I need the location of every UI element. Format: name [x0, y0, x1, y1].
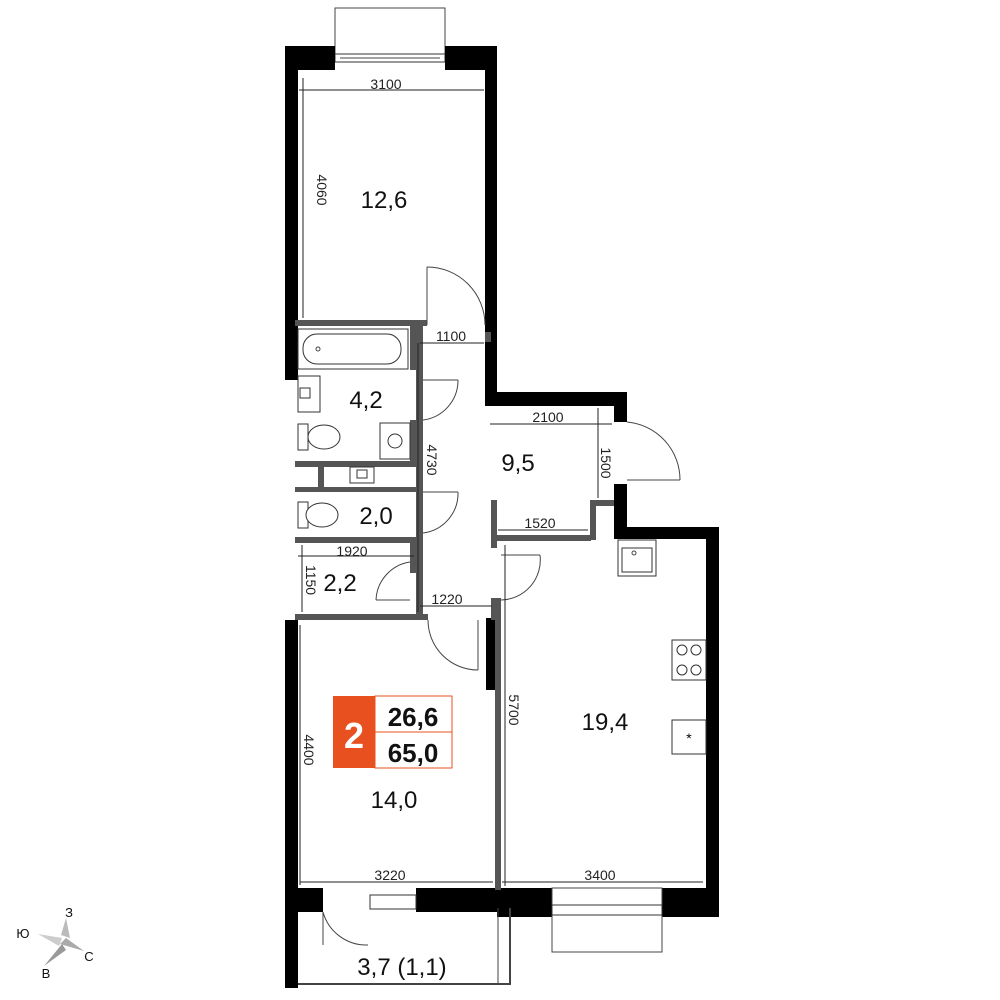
rooms-count: 2 — [344, 715, 364, 756]
room-area-bedroom-1: 12,6 — [361, 187, 408, 214]
room-area-bedroom-2: 14,0 — [371, 787, 418, 814]
dim-storage-width: 1920 — [336, 543, 367, 559]
compass-west-label: Ю — [16, 926, 29, 941]
dim-bedroom2-width: 3220 — [374, 867, 405, 883]
dim-entry-width: 1220 — [431, 591, 462, 607]
room-area-hall: 9,5 — [501, 450, 534, 477]
dim-kitchen-length: 5700 — [506, 694, 522, 725]
kitchen-appliance: * — [671, 719, 707, 755]
dim-bedroom1-width: 3100 — [370, 76, 401, 92]
doors — [322, 266, 681, 946]
exterior-walls — [285, 46, 719, 988]
room-area-storage: 2,2 — [323, 570, 356, 597]
dim-corridor-width: 1100 — [436, 328, 466, 344]
compass-icon: З Ю С В — [16, 905, 93, 981]
kitchen-sink — [617, 539, 657, 577]
bathroom-sink — [297, 375, 321, 413]
dim-hall-width: 2100 — [532, 409, 563, 425]
dim-hall-lower-width: 1520 — [524, 515, 555, 531]
svg-text:*: * — [686, 730, 692, 746]
washing-machine — [379, 422, 411, 460]
rooms-count-box — [333, 696, 375, 768]
summary-badge: 2 26,6 65,0 — [333, 695, 453, 769]
compass-north-label: З — [65, 905, 73, 920]
dimension-lines — [298, 78, 703, 886]
compass-east-label: С — [84, 949, 93, 964]
window-bottom — [551, 887, 663, 953]
dim-kitchen-width: 3400 — [584, 867, 615, 883]
partition-walls — [295, 320, 614, 890]
total-area-value: 65,0 — [388, 738, 439, 768]
dim-corridor-length: 4730 — [424, 444, 440, 475]
room-area-balcony: 3,7 (1,1) — [357, 954, 446, 981]
dim-storage-depth: 1150 — [303, 565, 319, 595]
dim-bedroom2-length: 4400 — [301, 734, 317, 765]
compass-south-label: В — [42, 966, 51, 981]
bathroom-toilet — [297, 423, 341, 451]
room-area-wc: 2,0 — [359, 503, 392, 530]
wc-toilet — [297, 501, 339, 529]
wc-sink — [349, 466, 375, 484]
living-area-value: 26,6 — [388, 702, 439, 732]
dim-hall-depth: 1500 — [598, 447, 614, 478]
room-area-bathroom: 4,2 — [349, 387, 382, 414]
dim-bedroom1-length: 4060 — [314, 174, 330, 205]
room-area-kitchen-living: 19,4 — [582, 709, 629, 736]
window-top — [334, 7, 446, 63]
stove — [671, 639, 707, 681]
balcony-outline — [298, 888, 511, 985]
bathtub — [297, 328, 409, 370]
